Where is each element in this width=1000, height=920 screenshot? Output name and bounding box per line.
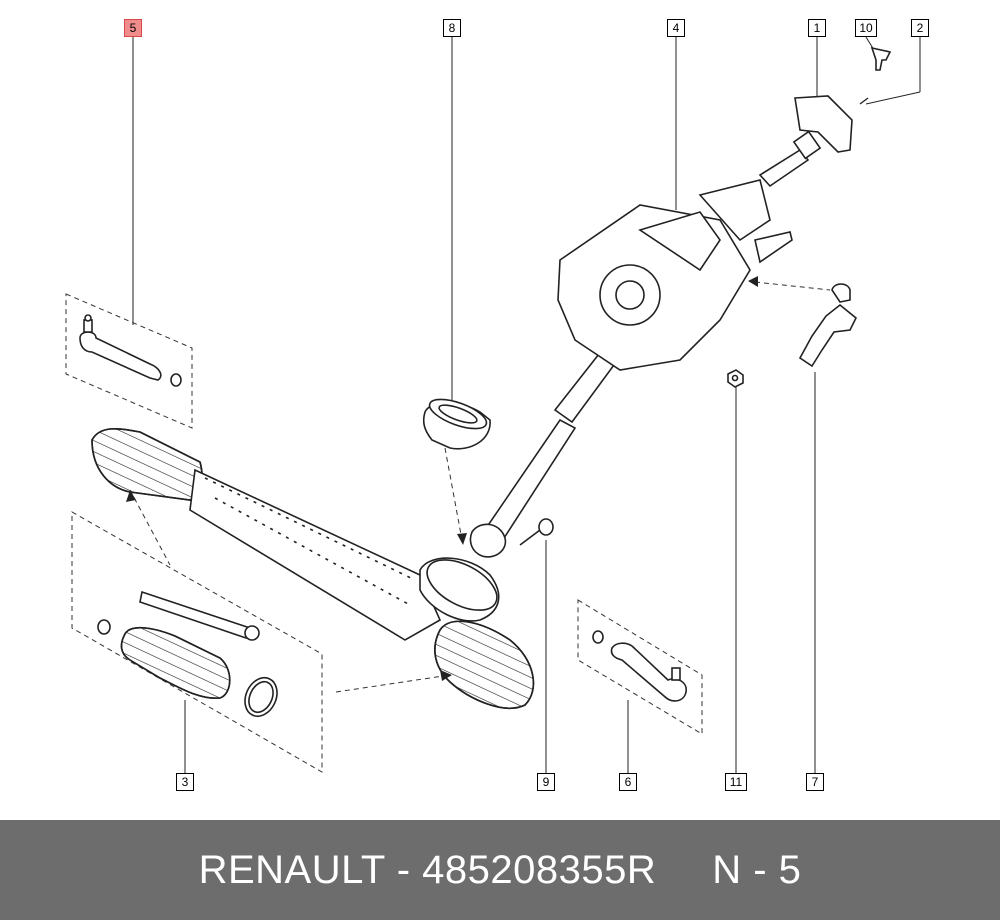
callout-6: 6 — [619, 773, 637, 791]
part-5-tie-rod-end-left — [79, 314, 182, 387]
callout-10: 10 — [855, 19, 877, 37]
part-9-bolt — [519, 518, 554, 546]
callout-8: 8 — [443, 19, 461, 37]
part-2-screw — [859, 97, 869, 105]
part-4-steering-column — [469, 148, 810, 558]
callout-4: 4 — [667, 19, 685, 37]
dashed-frames — [65, 281, 831, 773]
part-8-pinion-boot — [422, 398, 491, 450]
part-11-nut — [727, 369, 744, 388]
part-10-bolt — [870, 46, 892, 71]
callout-11: 11 — [725, 773, 747, 791]
callout-1: 1 — [808, 19, 826, 37]
callout-9: 9 — [537, 773, 555, 791]
part-3-inner-tie-rod-kit — [97, 590, 278, 718]
steering-exploded-diagram — [65, 36, 921, 775]
part-7-lever — [798, 283, 858, 368]
footer-bar: RENAULT - 485208355R N - 5 — [0, 820, 1000, 920]
part-6-tie-rod-end-right — [592, 630, 687, 702]
steering-rack — [91, 428, 535, 709]
footer-item-reference: N - 5 — [712, 847, 802, 892]
callout-2: 2 — [911, 19, 929, 37]
callout-7: 7 — [806, 773, 824, 791]
leader-lines — [132, 36, 921, 775]
callout-3: 3 — [176, 773, 194, 791]
part-1-bracket — [792, 95, 853, 160]
footer-brand-part-number: RENAULT - 485208355R — [198, 847, 657, 892]
callout-5: 5 — [124, 19, 142, 37]
